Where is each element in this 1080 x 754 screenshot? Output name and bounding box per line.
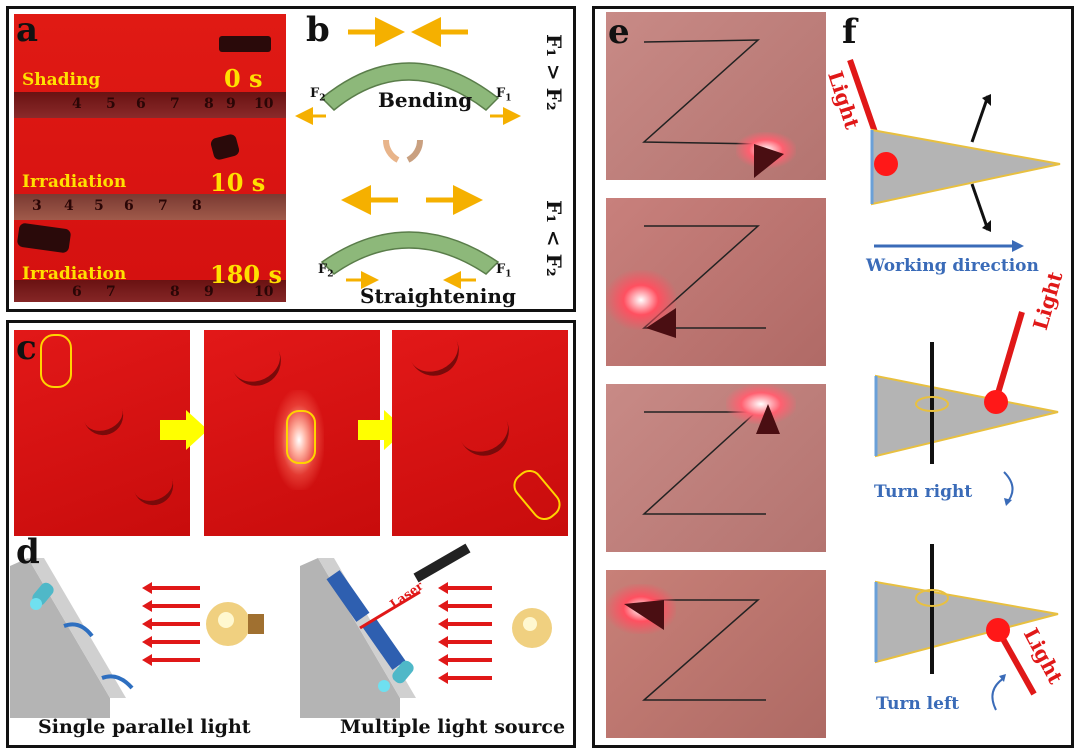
turn-left-label: Turn left [876, 694, 960, 714]
turn-right-label: Turn right [874, 482, 973, 502]
condition-bottom: F₁ < F₂ [542, 200, 566, 277]
f2-bottom: F2 [318, 262, 334, 280]
label-c: c [16, 328, 37, 368]
label-a: a [16, 10, 39, 50]
panel-e-photo-4 [606, 570, 826, 738]
panel-c-photo-3 [392, 330, 568, 536]
label-e: e [608, 12, 630, 52]
working-direction-label: Working direction [866, 256, 1039, 276]
status-shading: Shading [22, 70, 101, 90]
sample-strip-10s [209, 133, 241, 161]
status-irradiation-180: Irradiation [22, 264, 127, 284]
status-irradiation-10: Irradiation [22, 172, 127, 192]
panel-f-diagram [847, 59, 1061, 711]
panel-d-right-illustration [300, 543, 552, 718]
label-b: b [306, 10, 330, 50]
panel-e-photo-3 [606, 384, 826, 552]
panel-c-photo-2 [204, 330, 380, 536]
label-f: f [842, 12, 857, 52]
condition-top: F₁ > F₂ [542, 34, 566, 111]
robot-marker-1 [40, 334, 72, 388]
panel-b-diagram [295, 17, 521, 289]
time-0s: 0 s [224, 64, 263, 93]
time-10s: 10 s [210, 168, 266, 197]
straightening-label: Straightening [360, 284, 516, 308]
arrow-c-1 [160, 410, 208, 450]
f2-top: F2 [310, 86, 326, 104]
time-180s: 180 s [210, 260, 282, 289]
label-d: d [16, 532, 40, 572]
sample-strip-0s [219, 36, 271, 52]
sample-strip-180s [16, 222, 72, 254]
robot-marker-3 [508, 464, 566, 526]
panel-e-photo-2 [606, 198, 826, 366]
panel-e-photo-1 [606, 12, 826, 180]
f1-top: F1 [496, 86, 512, 104]
panel-d-left-illustration [10, 558, 264, 718]
caption-multiple-light-source: Multiple light source [340, 716, 566, 738]
robot-marker-2 [286, 410, 316, 464]
f1-bottom: F1 [496, 262, 512, 280]
caption-single-parallel-light: Single parallel light [38, 716, 251, 738]
bending-label: Bending [378, 88, 473, 112]
